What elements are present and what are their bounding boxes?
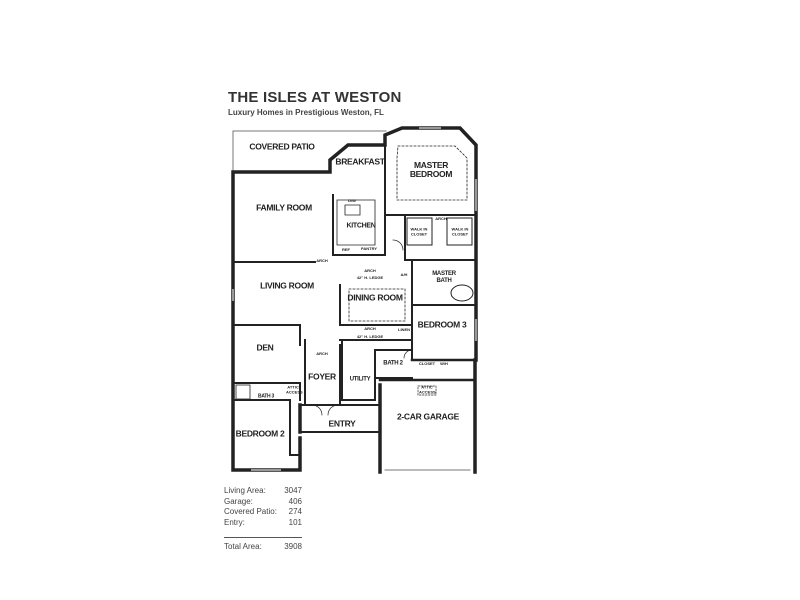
attic-access (417, 385, 437, 396)
bath3-tub (235, 384, 251, 400)
label-refrigerator: REF (342, 246, 350, 252)
label-water-heater: W/H (440, 360, 448, 366)
label-dishwasher: D/W (348, 197, 356, 203)
label-arch: ARCH (316, 350, 328, 356)
label-arch: ARCH (316, 257, 328, 263)
label-ledge: 42" H. LEDGE (356, 274, 384, 280)
label-closet: CLOSET (418, 360, 436, 366)
room-dining-room: DINING ROOM (347, 292, 403, 303)
total-label: Total Area: (224, 542, 262, 551)
area-label: Living Area: (224, 486, 266, 495)
room-bedroom-3: BEDROOM 3 (417, 319, 467, 330)
room-master-bedroom: MASTER BEDROOM (409, 160, 453, 179)
area-label: Covered Patio: (224, 507, 277, 516)
room-kitchen: KITCHEN (346, 222, 376, 230)
doors (311, 239, 413, 416)
room-utility: UTILITY (349, 376, 371, 383)
patio-outline (232, 130, 387, 173)
area-row-entry: Entry: 101 (224, 518, 302, 529)
total-value: 3908 (284, 542, 302, 551)
area-row-garage: Garage: 406 (224, 497, 302, 508)
room-family-room: FAMILY ROOM (256, 202, 312, 213)
dining-tray (348, 288, 406, 322)
room-two-car-garage: 2-CAR GARAGE (396, 411, 460, 422)
closets (406, 217, 473, 246)
room-living-room: LIVING ROOM (260, 280, 314, 291)
room-bath-2: BATH 2 (383, 360, 403, 367)
label-walk-in-closet: WALK IN CLOSET (410, 226, 428, 236)
area-value: 274 (288, 507, 302, 516)
room-bedroom-2: BEDROOM 2 (235, 428, 285, 439)
area-label: Entry: (224, 517, 245, 527)
label-attic-access: ATTIC ACCESS (419, 384, 436, 394)
room-foyer: FOYER (308, 371, 336, 382)
area-row-living: Living Area: 3047 (224, 486, 302, 497)
garage-walls (378, 358, 477, 382)
windows (232, 127, 477, 471)
label-ledge: 42" H. LEDGE (356, 333, 384, 339)
room-bath-3: BATH 3 (258, 393, 274, 400)
area-row-total: Total Area: 3908 (224, 537, 302, 553)
plan-title: THE ISLES AT WESTON (228, 89, 402, 106)
interior-walls (232, 144, 476, 456)
kitchen-counters (336, 199, 376, 246)
area-row-patio: Covered Patio: 274 (224, 507, 302, 518)
label-walk-in-closet: WALK IN CLOSET (451, 226, 469, 236)
area-label: Garage: (224, 496, 253, 506)
label-ah: A/H (400, 271, 408, 277)
room-breakfast: BREAKFAST (335, 156, 385, 167)
area-value: 3047 (284, 486, 302, 495)
label-arch: ARCH (364, 325, 376, 331)
plan-subtitle: Luxury Homes in Prestigious Weston, FL (228, 108, 384, 117)
tray-ceiling (396, 145, 468, 201)
room-master-bath: MASTER BATH (432, 271, 456, 284)
room-den: DEN (256, 342, 274, 353)
label-arch: ARCH (435, 215, 447, 221)
label-linen: LINEN (398, 326, 410, 332)
master-tub (450, 284, 474, 302)
area-summary: Living Area: 3047 Garage: 406 Covered Pati… (224, 486, 302, 553)
room-covered-patio: COVERED PATIO (249, 141, 315, 152)
area-value: 101 (288, 517, 302, 527)
label-attic-access: ATTIC ACCESS (286, 384, 303, 394)
label-pantry: PANTRY (361, 245, 377, 251)
room-entry: ENTRY (328, 418, 356, 429)
area-value: 406 (288, 496, 302, 506)
label-arch: ARCH (364, 267, 376, 273)
